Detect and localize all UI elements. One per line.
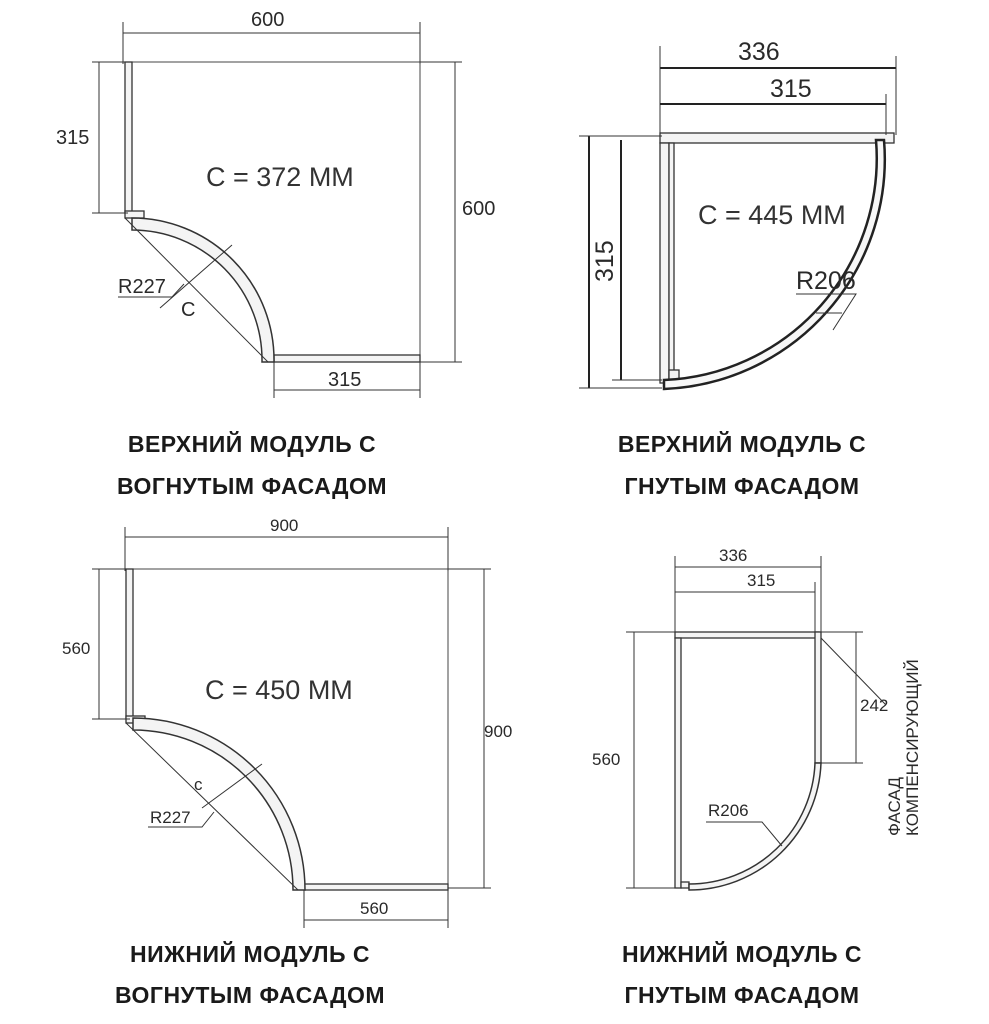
radius-line <box>201 763 263 809</box>
caption-line-1: НИЖНИЙ МОДУЛЬ С <box>130 940 370 967</box>
radius-line <box>159 244 233 309</box>
caption-line-2: ВОГНУТЫМ ФАСАДОМ <box>117 473 387 499</box>
caption-line-2: ВОГНУТЫМ ФАСАДОМ <box>115 982 385 1008</box>
radius-leader <box>118 283 185 298</box>
side-panel <box>124 61 133 214</box>
radius-label: R227 <box>150 808 191 827</box>
caption-line-1: НИЖНИЙ МОДУЛЬ С <box>622 940 862 967</box>
comp-label-line-1: ФАСАД <box>885 777 904 836</box>
caption-line-1: ВЕРХНИЙ МОДУЛЬ С <box>618 430 866 457</box>
bent-facade <box>662 138 886 391</box>
radius-label: R206 <box>708 801 749 820</box>
left-panel <box>674 637 682 889</box>
bottom-panel <box>303 883 449 891</box>
radius-label: R206 <box>796 267 856 295</box>
concave-facade <box>132 717 306 891</box>
top-panel <box>659 132 895 144</box>
caption-line-2: ГНУТЫМ ФАСАДОМ <box>624 982 859 1008</box>
height-label: 560 <box>592 750 620 769</box>
module-top-concave: R227 C 600 600 315 315 С = 372 ММ ВЕРХНИ… <box>56 9 495 499</box>
width-label: 900 <box>270 516 298 535</box>
height-label: 600 <box>462 198 495 220</box>
comp-leader <box>820 637 887 706</box>
radius-leader <box>148 811 215 828</box>
radius-label: R227 <box>118 276 166 298</box>
outer-label: 336 <box>738 38 780 66</box>
radius-leader <box>706 821 783 847</box>
chord-label: C <box>181 299 195 321</box>
left-panel-inner <box>668 142 675 384</box>
bottom-label: 315 <box>328 369 361 391</box>
bent-facade <box>688 762 822 891</box>
radius-leader <box>796 293 857 331</box>
diagonal-line <box>125 722 299 891</box>
area-label: С = 372 ММ <box>206 162 354 192</box>
bottom-panel <box>273 354 421 363</box>
bottom-label: 560 <box>360 899 388 918</box>
caption-line-1: ВЕРХНИЙ МОДУЛЬ С <box>128 430 376 457</box>
side-label: 315 <box>56 127 89 149</box>
left-panel <box>659 142 670 384</box>
compensating-panel <box>814 631 822 764</box>
height-label: 900 <box>484 722 512 741</box>
area-label: С = 450 ММ <box>205 675 353 705</box>
inner-label: 315 <box>770 75 812 103</box>
inner-label: 315 <box>747 571 775 590</box>
comp-height-label: 242 <box>860 696 888 715</box>
chord-label: с <box>194 775 203 794</box>
cabinet-outline <box>128 61 421 362</box>
caption-line-2: ГНУТЫМ ФАСАДОМ <box>624 473 859 499</box>
side-label: 560 <box>62 639 90 658</box>
module-bottom-concave: R227 с 900 900 560 560 С = 450 ММ НИЖНИЙ… <box>62 516 512 1008</box>
area-label: С = 445 ММ <box>698 200 846 230</box>
comp-label-line-2: КОМПЕНСИРУЮЩИЙ <box>903 659 922 836</box>
diagonal-line <box>124 217 269 363</box>
side-panel <box>125 568 134 720</box>
outer-label: 336 <box>719 546 747 565</box>
module-bottom-bent: 336 315 560 242 ФАСАД КОМПЕНСИРУЮЩИЙ R20… <box>592 546 922 1008</box>
top-panel <box>674 631 820 639</box>
panel-joint <box>124 210 145 219</box>
bottom-panel-stub <box>680 881 690 889</box>
width-label: 600 <box>251 9 284 31</box>
height-label: 315 <box>591 240 619 282</box>
module-top-bent: 336 315 315 R206 С = 445 ММ ВЕРХНИЙ МОДУ… <box>579 38 897 499</box>
